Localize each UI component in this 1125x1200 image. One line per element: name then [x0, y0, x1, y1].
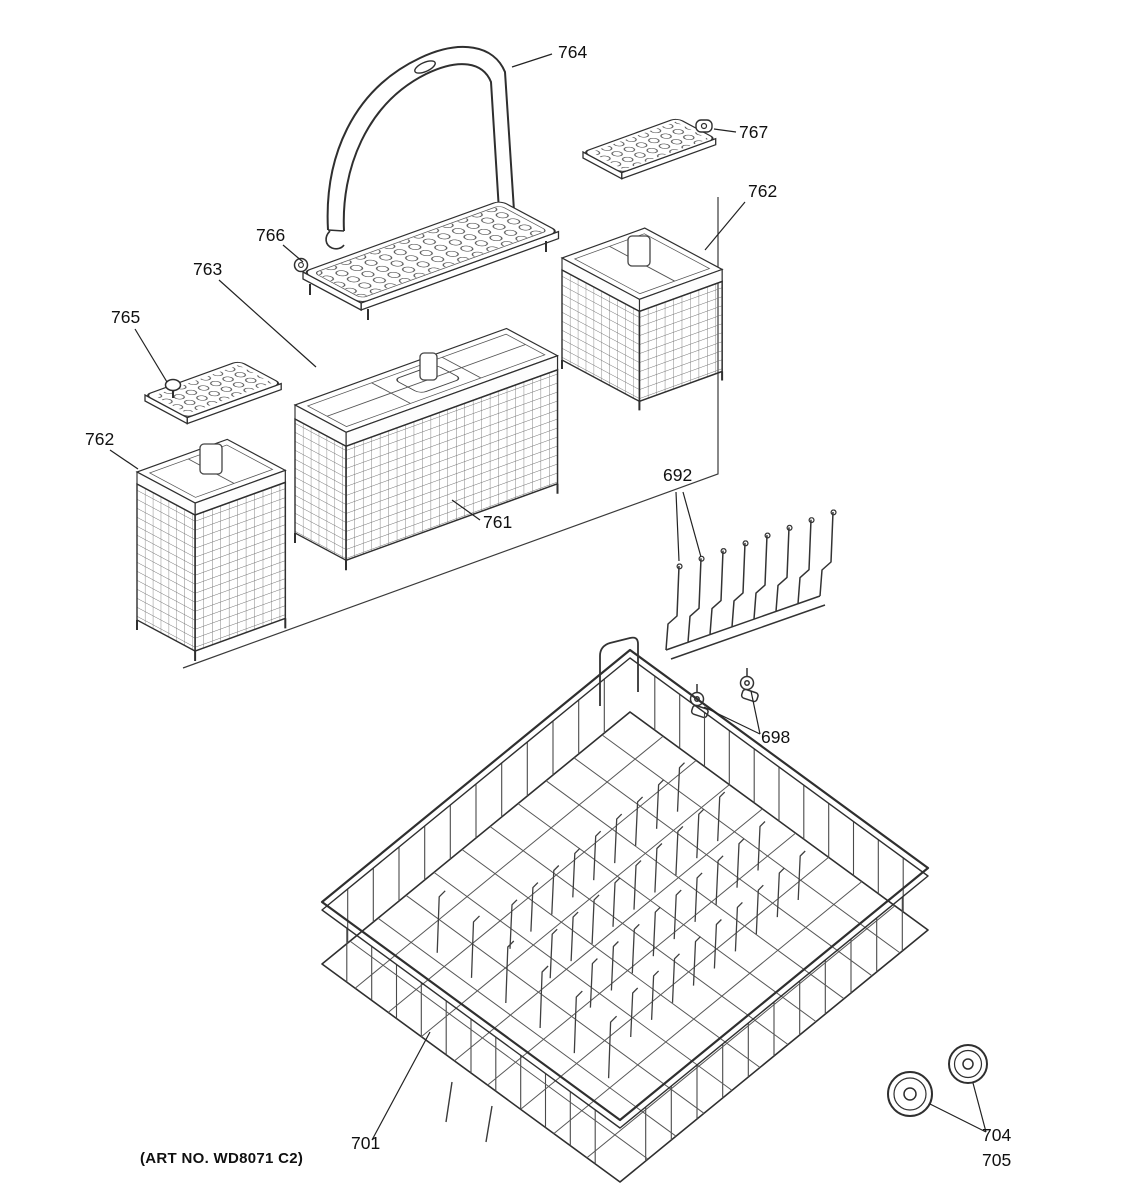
tray-corner-ring-hole	[298, 262, 304, 268]
leader-767	[713, 128, 737, 133]
callout-704: 704	[982, 1125, 1011, 1145]
callout-761: 761	[483, 512, 512, 532]
callout-763: 763	[193, 259, 222, 279]
square-basket-left-762	[135, 438, 287, 661]
leader-761	[451, 499, 481, 521]
fold-down-tine-row-692	[665, 509, 837, 660]
clip-right-bracket	[740, 688, 759, 703]
basket-feet	[561, 360, 724, 411]
small-basket-cover-767	[582, 118, 717, 180]
leader-701	[371, 1031, 431, 1141]
basket-rim-inner	[148, 444, 274, 498]
callout-767: 767	[739, 122, 768, 142]
callout-766: 766	[256, 225, 285, 245]
leader-764	[511, 53, 553, 68]
leader-692	[675, 491, 702, 562]
leader-698	[703, 690, 761, 735]
handle-outer-edge	[326, 45, 516, 231]
basket-left-mesh	[561, 268, 641, 403]
handle-slot	[414, 60, 436, 74]
basket-left-mesh	[294, 417, 347, 562]
callout-701: 701	[351, 1133, 380, 1153]
cover-knob	[164, 378, 182, 392]
basket-cross-divider-2	[441, 357, 482, 379]
callout-leader-lines	[109, 53, 987, 1141]
basket-divider-handle	[627, 235, 651, 267]
roller-wheel-tread	[893, 1077, 927, 1111]
tray-hole-grid	[315, 206, 546, 298]
silverware-basket-761	[293, 327, 559, 571]
callout-762-left: 762	[85, 429, 114, 449]
tray-legs	[309, 241, 547, 320]
rack-corner-loop	[599, 636, 639, 706]
handle-inner-edge	[342, 63, 501, 232]
cover-tab-hole	[700, 122, 708, 130]
leader-762-left	[109, 449, 139, 470]
clip-pins	[696, 668, 748, 693]
square-basket-right-762	[560, 227, 724, 411]
rack-base-rim	[321, 711, 929, 1183]
callout-labels: 764 767 762 766 763 765 762 761 692 698 …	[85, 42, 1011, 1170]
leader-762-right	[704, 201, 746, 251]
roller-wheel-hub	[903, 1087, 917, 1101]
handle-left-hook	[325, 230, 345, 250]
leader-766	[282, 244, 304, 263]
lower-rack-701	[320, 636, 930, 1183]
callout-698: 698	[761, 727, 790, 747]
tray-corner-ring	[293, 257, 309, 273]
rack-rim-outer	[320, 648, 930, 1122]
tray-inner-rim	[315, 206, 546, 298]
callout-765: 765	[111, 307, 140, 327]
basket-cross-divider-1	[371, 382, 411, 404]
callout-692: 692	[663, 465, 692, 485]
tine-wires	[665, 511, 834, 660]
leader-765	[134, 328, 168, 383]
tine-clips-698	[689, 668, 759, 719]
basket-flip-tab	[419, 352, 438, 381]
rack-front-wires	[445, 1081, 493, 1143]
cover-tab	[695, 119, 713, 133]
roller-stud-ring	[953, 1049, 983, 1079]
clip-right-body	[739, 675, 755, 691]
art-number: (ART NO. WD8071 C2)	[140, 1150, 303, 1167]
cover-hole-grid	[154, 365, 273, 414]
basket-feet	[294, 483, 559, 571]
basket-handle-mount	[396, 365, 460, 393]
cover-hole-grid	[591, 121, 709, 170]
rack-rim-inner	[321, 657, 929, 1129]
leader-704-705	[929, 1082, 987, 1133]
basket-divider-handle	[199, 443, 223, 475]
tine-tips	[676, 509, 837, 570]
rack-tines	[436, 762, 806, 1079]
callout-762-right: 762	[748, 181, 777, 201]
small-basket-cover-765	[144, 361, 282, 425]
leader-763	[218, 279, 317, 368]
clip-right-hole	[744, 680, 750, 686]
basket-feet	[136, 618, 287, 661]
callout-764: 764	[558, 42, 587, 62]
rack-side-wires	[346, 676, 904, 1164]
rack-floor-grid	[349, 734, 901, 1160]
rack-rollers	[887, 1044, 988, 1117]
basket-left-mesh	[136, 482, 196, 653]
basket-cover-tray-766	[293, 201, 560, 320]
clip-left-hole	[694, 696, 700, 702]
callout-705: 705	[982, 1150, 1011, 1170]
roller-stud-hub	[962, 1058, 974, 1070]
